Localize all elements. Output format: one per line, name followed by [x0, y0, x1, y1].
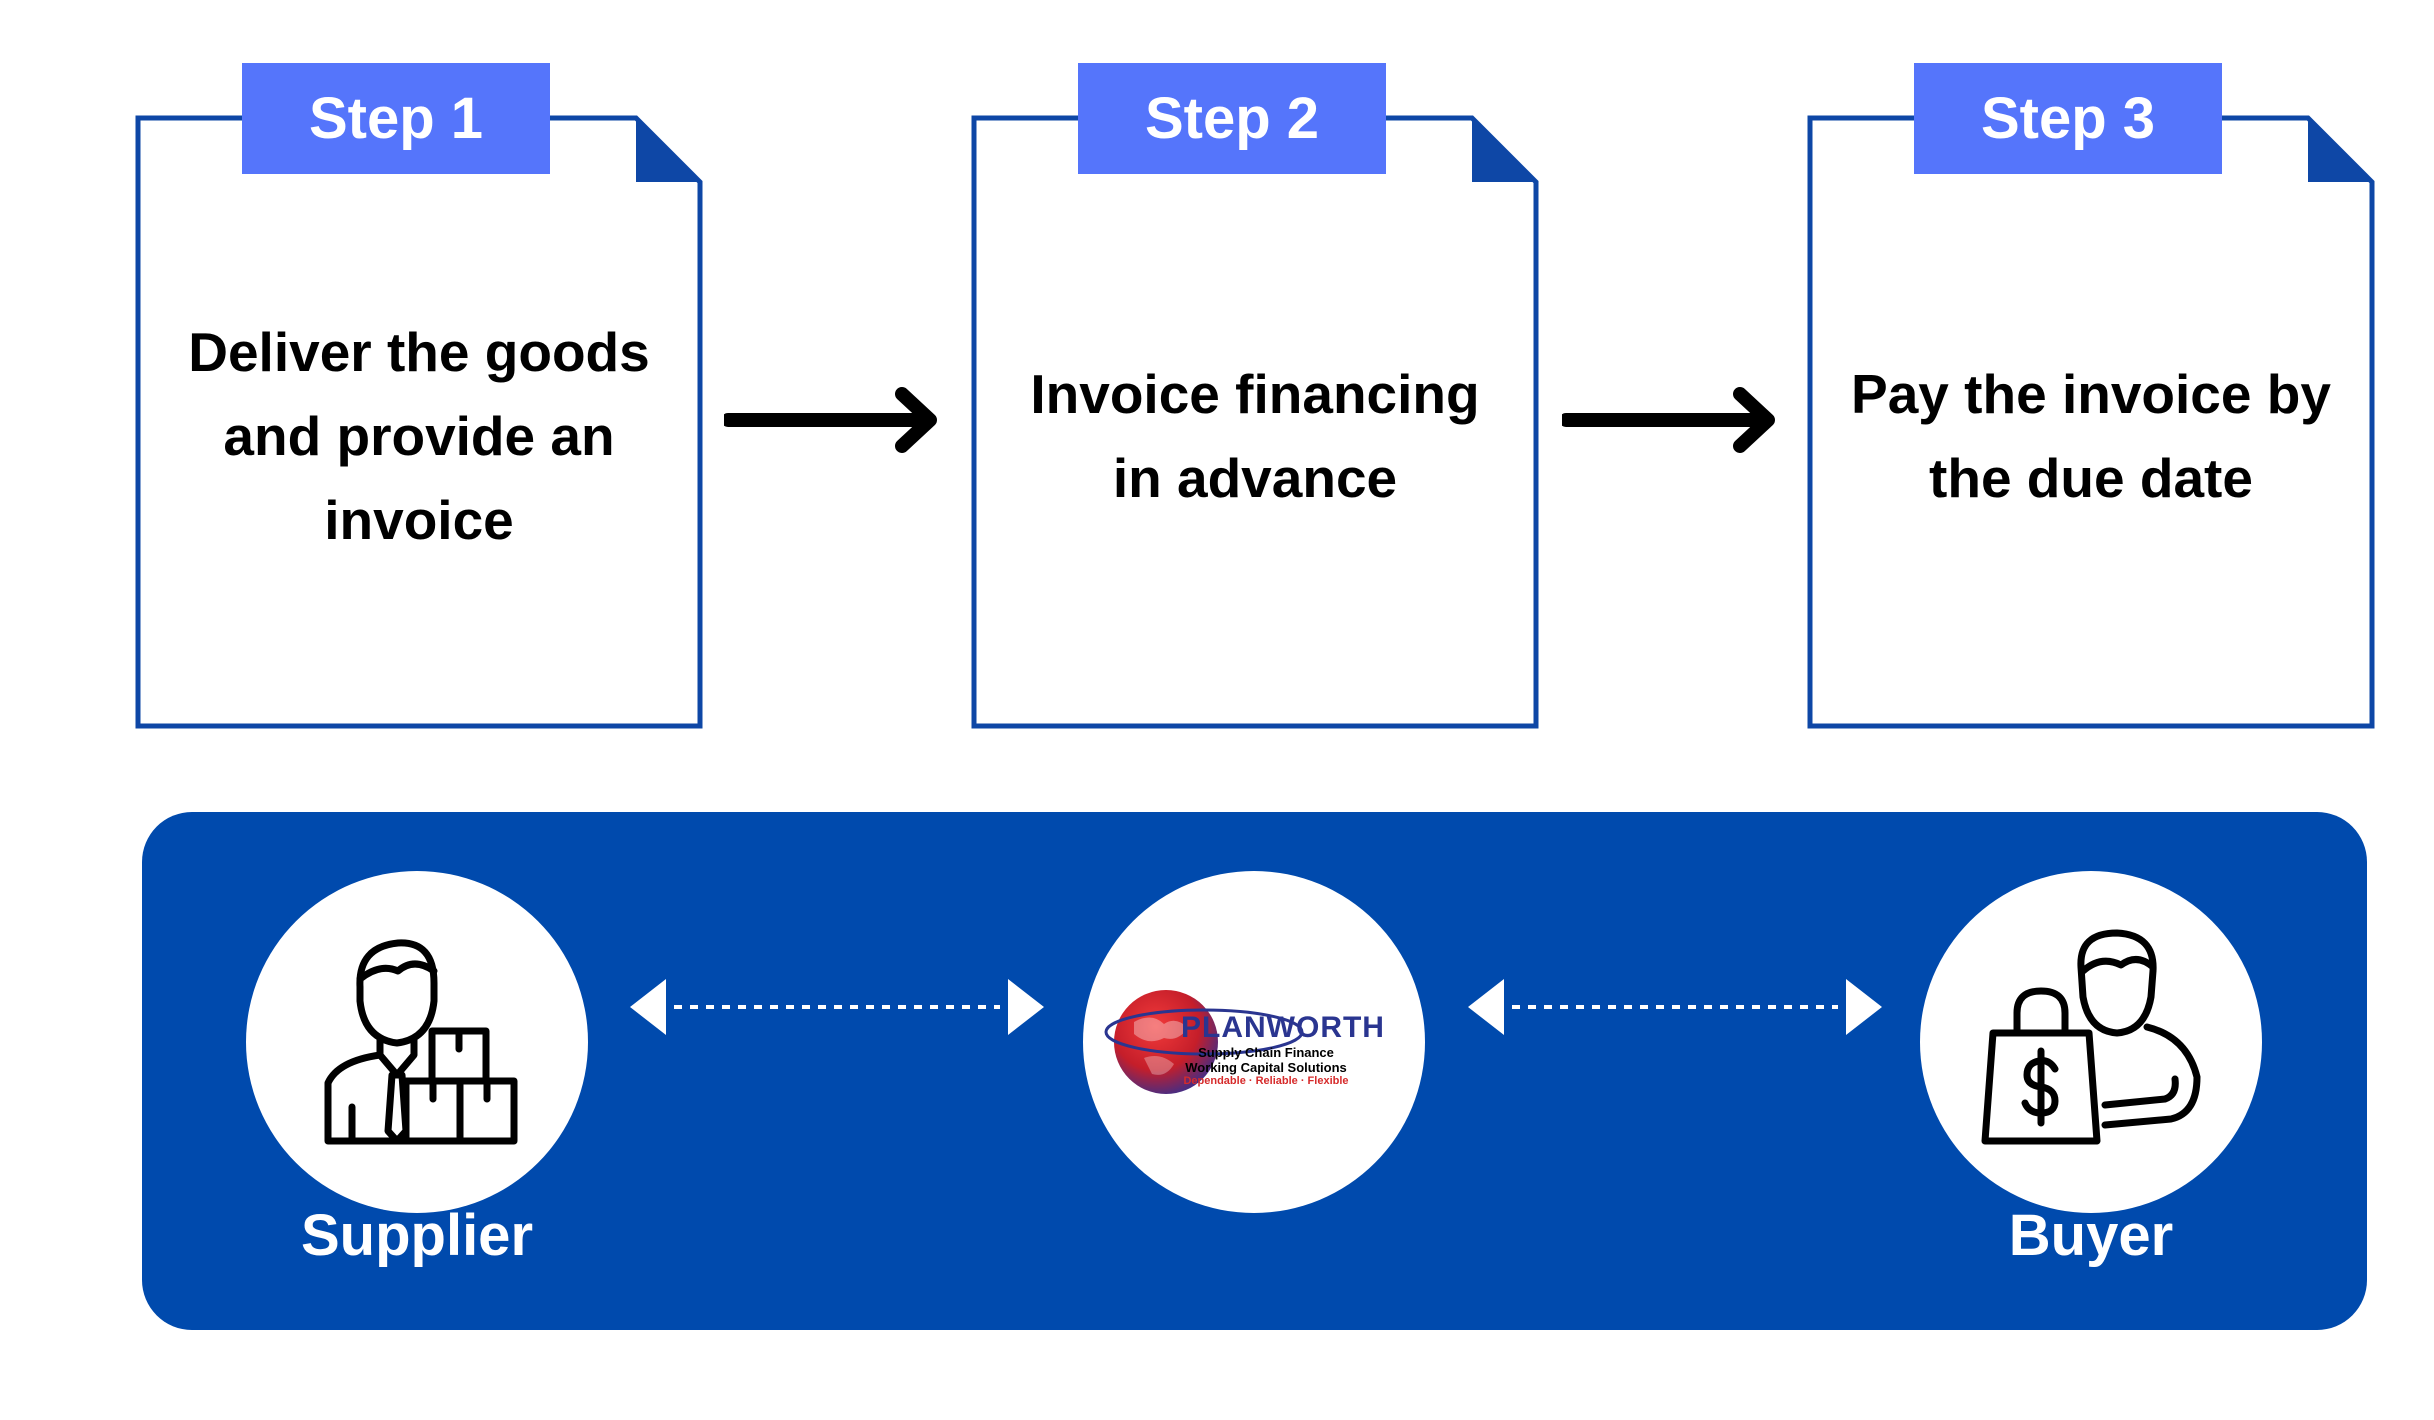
- double-arrow-icon: [630, 979, 1044, 1035]
- buyer-with-bag-icon: [1981, 929, 2201, 1145]
- buyer-circle: [1920, 871, 2262, 1213]
- parties-panel: Supplier PLANWORTH Supply Chain Finance …: [142, 812, 2367, 1330]
- step-tab: Step 1: [242, 63, 550, 174]
- step-description: Deliver the goods and provide an invoice: [188, 321, 650, 551]
- step-card-3: Step 3 Pay the invoice by the due date: [1807, 63, 2375, 729]
- buyer-label: Buyer: [2008, 1203, 2174, 1268]
- planworth-circle: PLANWORTH Supply Chain Finance Working C…: [1083, 871, 1425, 1213]
- logo-line2: Working Capital Solutions: [1185, 1060, 1347, 1075]
- step-description: Invoice financing in advance: [1030, 363, 1480, 509]
- logo-name: PLANWORTH: [1181, 1011, 1385, 1044]
- arrow-right-icon: [724, 387, 937, 453]
- step-tab: Step 2: [1078, 63, 1386, 174]
- planworth-logo: [1104, 990, 1304, 1094]
- step-card-2: Step 2 Invoice financing in advance: [971, 63, 1539, 729]
- document-icon: [135, 115, 703, 729]
- arrow-right-icon: [1562, 387, 1775, 453]
- document-icon: [1807, 115, 2375, 729]
- logo-line1: Supply Chain Finance: [1198, 1045, 1334, 1060]
- supplier-label: Supplier: [300, 1203, 534, 1268]
- supplier-circle: [246, 871, 588, 1213]
- step-card-1: Step 1 Deliver the goods and provide an …: [135, 63, 703, 729]
- logo-text: PLANWORTH Supply Chain Finance Working C…: [1181, 1011, 1401, 1087]
- document-icon: [971, 115, 1539, 729]
- supplier-with-boxes-icon: [324, 939, 518, 1145]
- step-description: Pay the invoice by the due date: [1851, 363, 2331, 509]
- step-tab: Step 3: [1914, 63, 2222, 174]
- logo-tagline: Dependable · Reliable · Flexible: [1183, 1075, 1349, 1087]
- double-arrow-icon: [1468, 979, 1882, 1035]
